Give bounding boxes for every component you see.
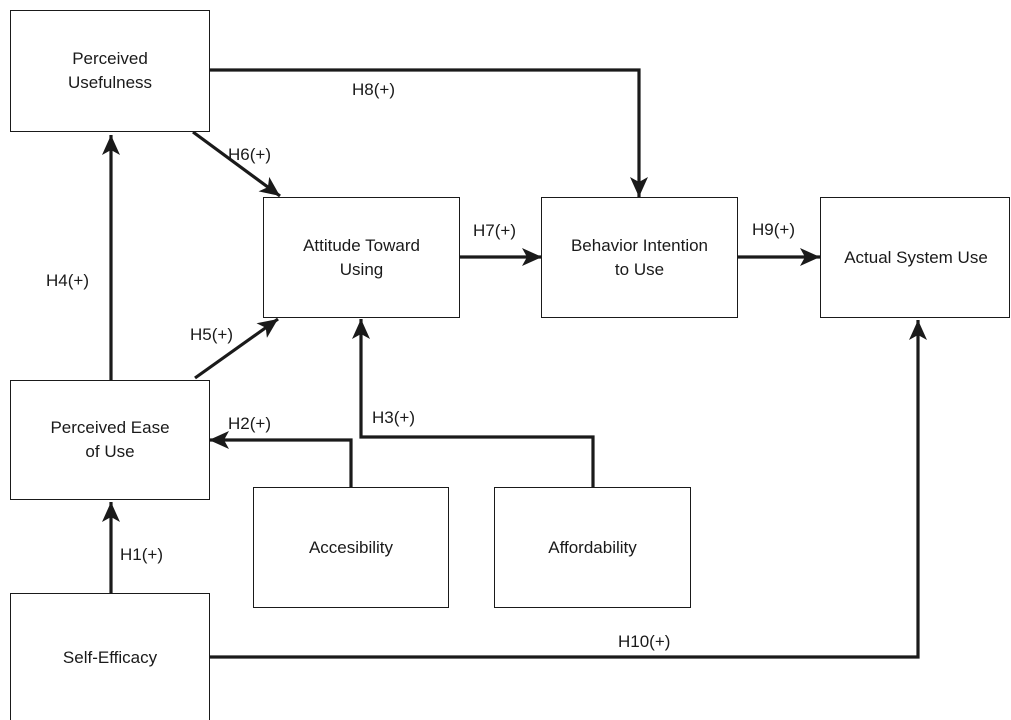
label-h8: H8(+) <box>352 80 395 99</box>
node-perceived-usefulness: Perceived Usefulness <box>10 10 210 132</box>
node-perceived-ease-of-use: Perceived Ease of Use <box>10 380 210 500</box>
label-h3: H3(+) <box>372 408 415 427</box>
node-affordability: Affordability <box>494 487 691 608</box>
node-accesibility: Accesibility <box>253 487 449 608</box>
node-self-efficacy: Self-Efficacy <box>10 593 210 720</box>
arrow-h5 <box>194 317 279 380</box>
node-attitude-toward-using: Attitude Toward Using <box>263 197 460 318</box>
arrow-h8 <box>210 68 648 197</box>
label-h2: H2(+) <box>228 414 271 433</box>
label-h7: H7(+) <box>473 221 516 240</box>
label-h1: H1(+) <box>120 545 163 564</box>
arrow-h6 <box>192 130 281 198</box>
arrow-h3 <box>352 319 595 487</box>
arrow-h10 <box>210 320 927 659</box>
label-h5: H5(+) <box>190 325 233 344</box>
label-h4: H4(+) <box>46 271 89 290</box>
node-behavior-intention-to-use: Behavior Intention to Use <box>541 197 738 318</box>
arrow-h2 <box>209 431 353 487</box>
label-h10: H10(+) <box>618 632 671 651</box>
node-actual-system-use: Actual System Use <box>820 197 1010 318</box>
label-h9: H9(+) <box>752 220 795 239</box>
label-h6: H6(+) <box>228 145 271 164</box>
